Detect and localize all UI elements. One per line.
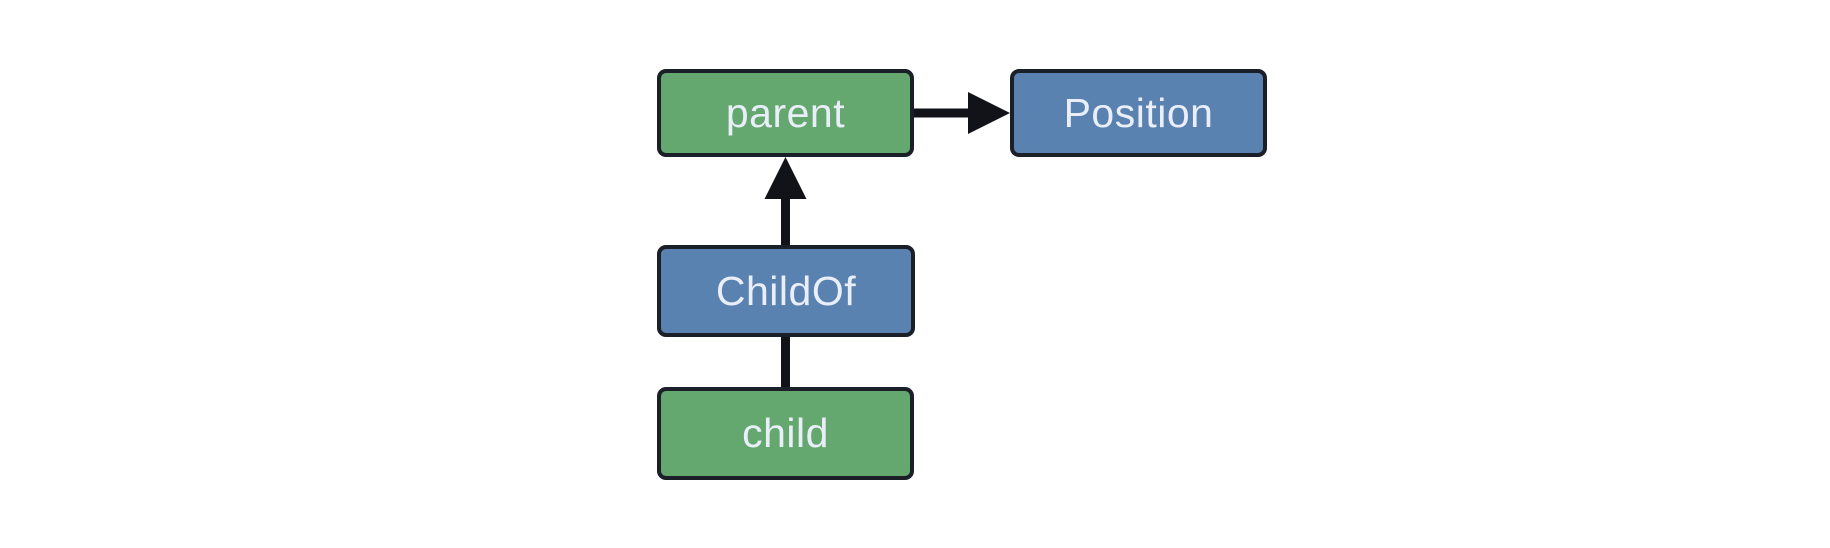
edge-parent-position-shaft <box>914 108 974 118</box>
node-parent: parent <box>657 69 914 157</box>
node-childof-label: ChildOf <box>715 267 857 314</box>
node-parent-label: parent <box>725 89 846 136</box>
node-child-label: child <box>742 410 829 456</box>
edge-parent-position-arrow <box>914 92 1010 134</box>
node-position-label: Position <box>1063 89 1214 136</box>
node-position: Position <box>1010 69 1267 157</box>
node-childof: ChildOf <box>657 245 915 337</box>
edge-childof-parent-arrow <box>764 157 807 245</box>
node-child: child <box>657 387 914 480</box>
edge-childof-parent-arrowhead-icon <box>764 157 807 199</box>
edge-childof-parent-shaft <box>781 192 790 245</box>
edge-parent-position-arrowhead-icon <box>968 92 1010 134</box>
edge-child-childof-line <box>781 337 790 387</box>
edge-child-childof-shaft <box>781 337 790 387</box>
